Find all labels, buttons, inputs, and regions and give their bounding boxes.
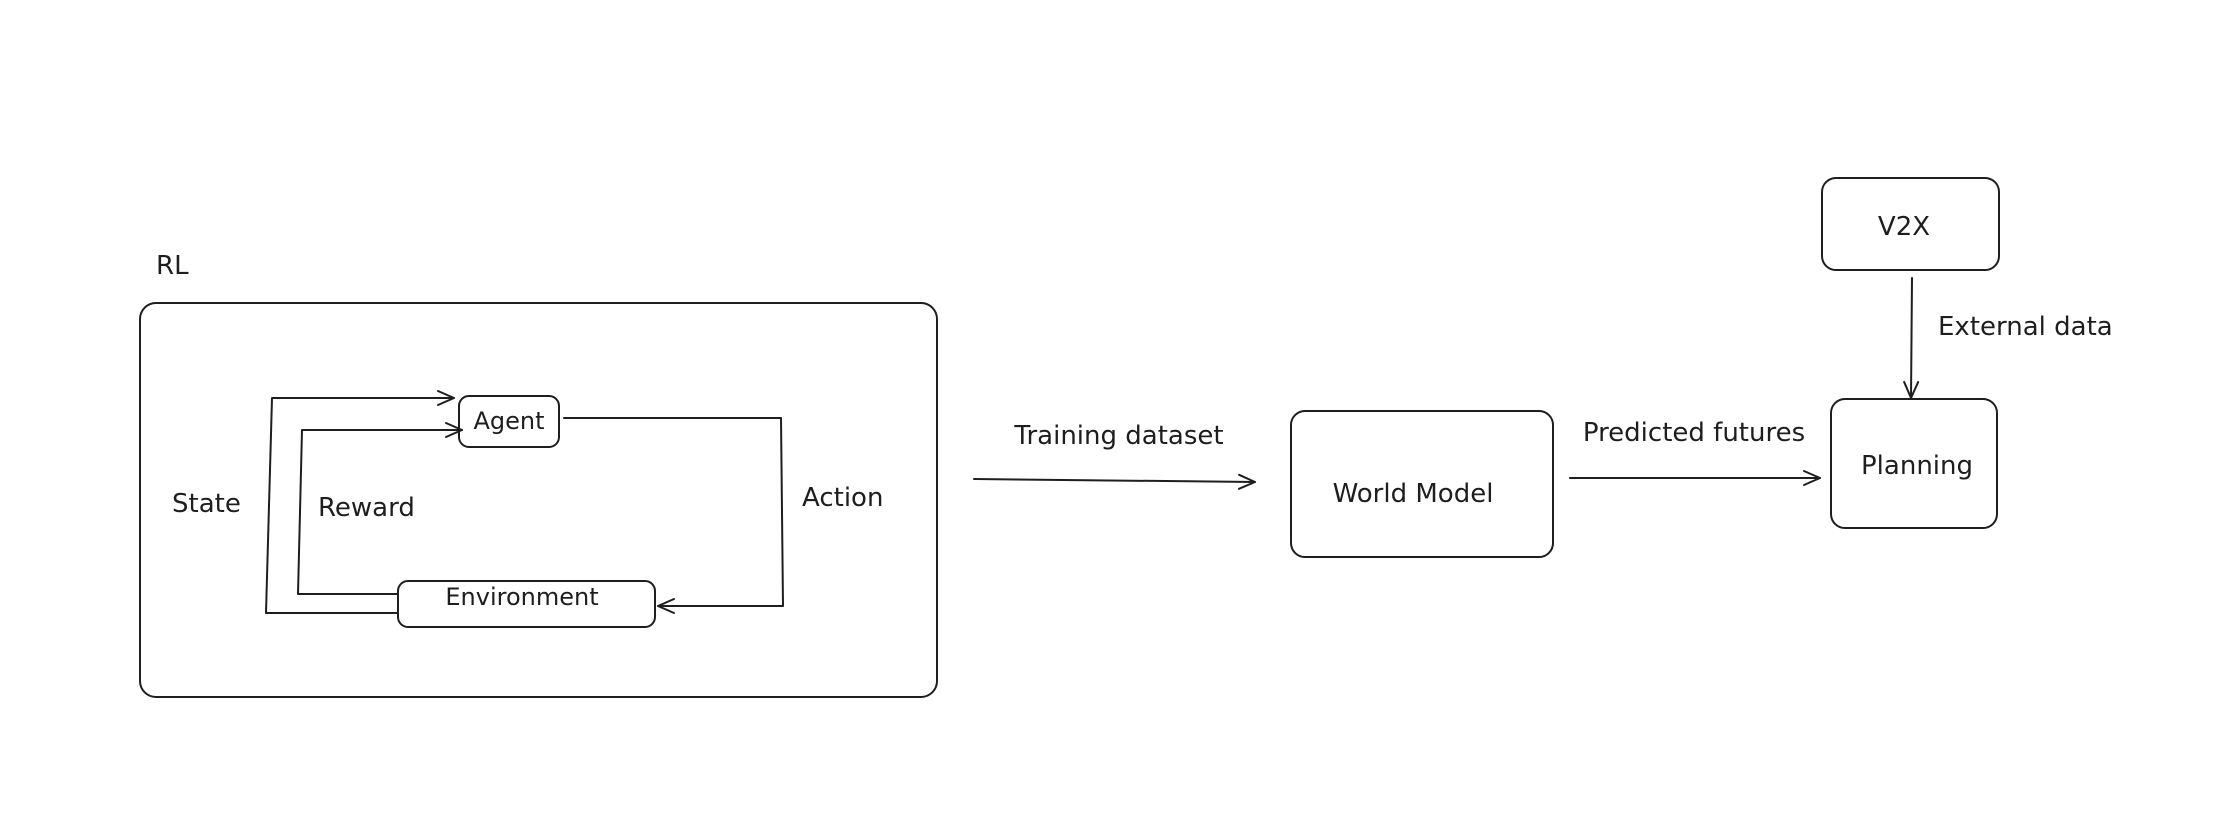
environment-node[interactable]: Environment [397,580,656,628]
v2x-node[interactable]: V2X [1821,177,2000,271]
external-data-arrow[interactable] [1903,277,1920,399]
planning-box[interactable] [1830,398,1998,529]
agent-label: Agent [473,407,544,435]
action-label: Action [802,483,883,513]
v2x-label: V2X [1878,212,1930,242]
environment-box[interactable] [397,580,656,628]
planning-label: Planning [1861,451,1973,481]
state-arrow[interactable] [265,390,455,614]
state-label: State [172,489,241,519]
reward-arrow[interactable] [297,422,463,595]
agent-node[interactable]: Agent [458,395,560,448]
reward-label: Reward [318,493,415,523]
world-model-node[interactable]: World Model [1290,410,1554,558]
action-arrow[interactable] [563,417,784,614]
v2x-box[interactable] [1821,177,2000,271]
environment-label: Environment [445,583,598,611]
agent-box[interactable] [458,395,560,448]
world-model-box[interactable] [1290,410,1554,558]
planning-node[interactable]: Planning [1830,398,1998,529]
world-model-label: World Model [1333,479,1494,509]
training-dataset-label: Training dataset [1013,421,1223,451]
rl-group-title: RL [156,251,189,281]
external-data-label: External data [1938,312,2113,342]
training-dataset-arrow[interactable] [973,473,1256,490]
rl-group-box[interactable] [139,302,938,698]
predicted-futures-label: Predicted futures [1583,418,1805,448]
